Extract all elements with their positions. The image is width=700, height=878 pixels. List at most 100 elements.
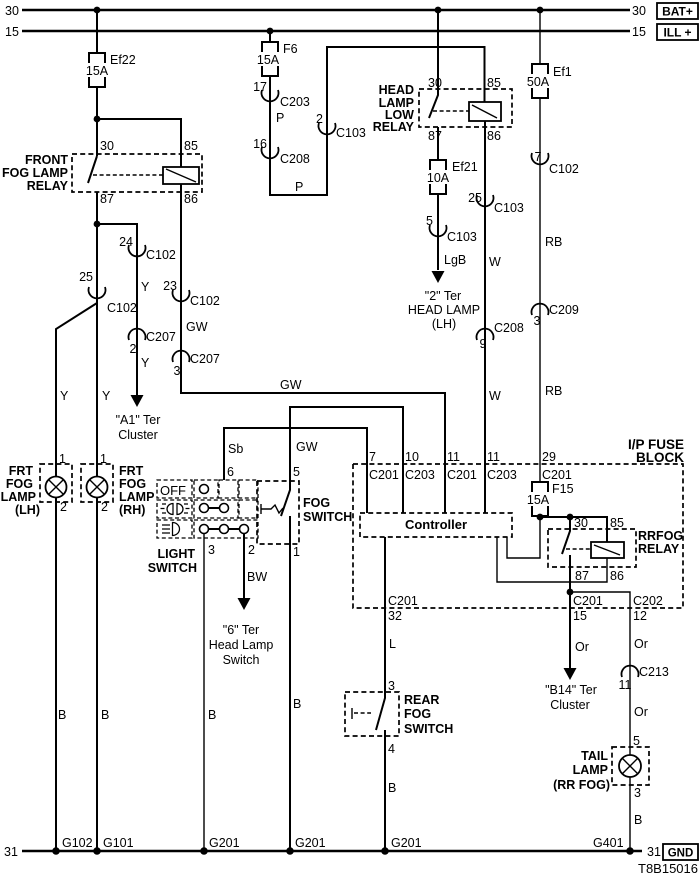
front-fog-relay-name-2: FOG LAMP: [2, 166, 68, 180]
conn-16-arc: [260, 146, 280, 160]
wire-bw: BW: [247, 570, 267, 584]
front-fog-lamp-relay: [71, 153, 203, 193]
conn-24-arc: [127, 244, 147, 258]
ip-pin-29-conn: C201: [542, 468, 572, 482]
bat-plus-box: [656, 2, 699, 20]
ip-pin-32: 32: [388, 609, 402, 623]
light-switch-contact-r2c2[interactable]: [218, 502, 230, 514]
rear-fog-switch-box: [344, 691, 400, 737]
rrfog-relay-coil-diag: [593, 544, 621, 556]
fog-lamp-rh-name-2: FOG: [119, 477, 146, 491]
fog-lamp-rh-name-3: LAMP: [119, 490, 154, 504]
light-switch-pin-6: 6: [227, 465, 234, 479]
tail-lamp-name-3: (RR FOG): [553, 778, 610, 792]
ip-pin-29: 29: [542, 450, 556, 464]
conn-2-c207-name: C207: [146, 330, 176, 344]
light-switch: [156, 479, 259, 539]
fog-switch-box: [256, 480, 300, 545]
fuse-ef1-amp: 50A: [527, 75, 550, 89]
ip-pin-12-conn: C202: [633, 594, 663, 608]
tail-lamp-bulb: [618, 754, 642, 778]
conn-25-c102-num: 25: [79, 270, 93, 284]
light-switch-cell-r2c3: [238, 499, 259, 519]
arrow-headlamp-switch: [237, 598, 251, 610]
wire-gw-2: GW: [280, 378, 302, 392]
conn-16-num: 16: [253, 137, 267, 151]
wire-gw-fogswitch-feed: [289, 406, 404, 513]
light-switch-contact-r3c1[interactable]: [198, 523, 210, 535]
fog-lamp-lh-name-2: FOG: [6, 477, 33, 491]
position-lamp-icon: [160, 502, 190, 516]
dest-a1-cluster-2: Cluster: [118, 428, 158, 442]
tail-lamp-name-1: TAIL: [581, 749, 608, 763]
wire-or-1: Or: [575, 640, 589, 654]
ground-g102: G102: [62, 836, 93, 850]
wire-rb-2: RB: [545, 384, 562, 398]
front-fog-relay-pin-85: 85: [184, 139, 198, 153]
light-switch-cell-r1c2: [218, 479, 239, 499]
wire-p-route-to-hll-coil: [269, 46, 486, 196]
wire-w-1: W: [489, 255, 501, 269]
fog-lamp-rh-pin-2: 2: [101, 500, 108, 514]
ip-pin-10: 10: [405, 450, 419, 464]
wire-y-2: Y: [141, 356, 150, 370]
wire-y-3: Y: [60, 389, 69, 403]
arrow-a1-cluster: [130, 395, 144, 407]
arrow-b14-cluster: [563, 668, 577, 680]
headlamp-relay-coil-diag: [471, 104, 498, 119]
ill-plus-label: ILL +: [663, 26, 691, 40]
ground-g201-c: G201: [391, 836, 422, 850]
ip-pin-11b: 11: [487, 450, 500, 464]
wire-diag-to-lh-lamp: [55, 302, 98, 477]
light-switch-contact-r2c1[interactable]: [198, 502, 210, 514]
fuse-ef22-name: Ef22: [110, 53, 136, 67]
wire-b-3: B: [208, 708, 216, 722]
ip-pin-7: 7: [369, 450, 376, 464]
rrfog-relay-box: [547, 528, 637, 568]
wire-hll-30-blade: [428, 10, 439, 119]
wire-lgb: LgB: [444, 253, 466, 267]
conn-23-num: 23: [163, 279, 177, 293]
ip-fuse-block-name-2: BLOCK: [636, 450, 684, 465]
light-switch-contact-r3c2[interactable]: [218, 523, 230, 535]
fuse-f15-amp: 15A: [527, 493, 550, 507]
headlamp-relay-pin-86: 86: [487, 129, 501, 143]
fog-lamp-lh-name-4: (LH): [15, 503, 40, 517]
fuse-ef21-amp: 10A: [427, 171, 450, 185]
front-fog-relay-box: [71, 153, 203, 193]
fuse-ef21-name: Ef21: [452, 160, 478, 174]
light-switch-contact-r3c3[interactable]: [238, 523, 250, 535]
front-fog-relay-pin-86: 86: [184, 192, 198, 206]
fuse-f6-amp: 15A: [257, 53, 280, 67]
wire-p-1: P: [276, 111, 284, 125]
controller-name: Controller: [405, 517, 467, 532]
fog-switch-blade[interactable]: [280, 481, 291, 517]
wire-b-4: B: [293, 697, 301, 711]
front-fog-relay-name-3: RELAY: [27, 179, 69, 193]
conn-25-c102-name: C102: [107, 301, 137, 315]
front-fog-relay-name-1: FRONT: [25, 153, 68, 167]
ip-fuse-block-name-1: I/P FUSE: [628, 437, 684, 452]
ip-pin-11a: 11: [447, 450, 460, 464]
conn-3-c207-name: C207: [190, 352, 220, 366]
diagram-code: T8B15016: [638, 861, 698, 876]
wire-sb: Sb: [228, 442, 243, 456]
conn-2-c103-arc: [317, 122, 337, 136]
wire-controller-32-to-rearfog: [375, 537, 386, 731]
rrfog-relay-name-2: RELAY: [638, 542, 680, 556]
fog-lamp-rh-name-4: (RH): [119, 503, 145, 517]
conn-2-c103-num: 2: [316, 112, 323, 126]
conn-25-c102-arc: [87, 286, 107, 300]
wire-y-4: Y: [102, 389, 111, 403]
conn-3-c209-num: 3: [534, 314, 541, 328]
light-switch-name-2: SWITCH: [148, 561, 197, 575]
light-switch-contact-r1c1[interactable]: [198, 483, 210, 495]
fog-lamp-lh-name-3: LAMP: [1, 490, 36, 504]
tail-lamp-box: [611, 746, 650, 786]
ip-pin-11b-conn: C203: [487, 468, 517, 482]
tail-lamp-pin-5: 5: [633, 734, 640, 748]
front-fog-relay-coil-diag: [165, 168, 197, 183]
conn-3-c209-arc: [530, 302, 550, 316]
conn-17-num: 17: [253, 80, 267, 94]
